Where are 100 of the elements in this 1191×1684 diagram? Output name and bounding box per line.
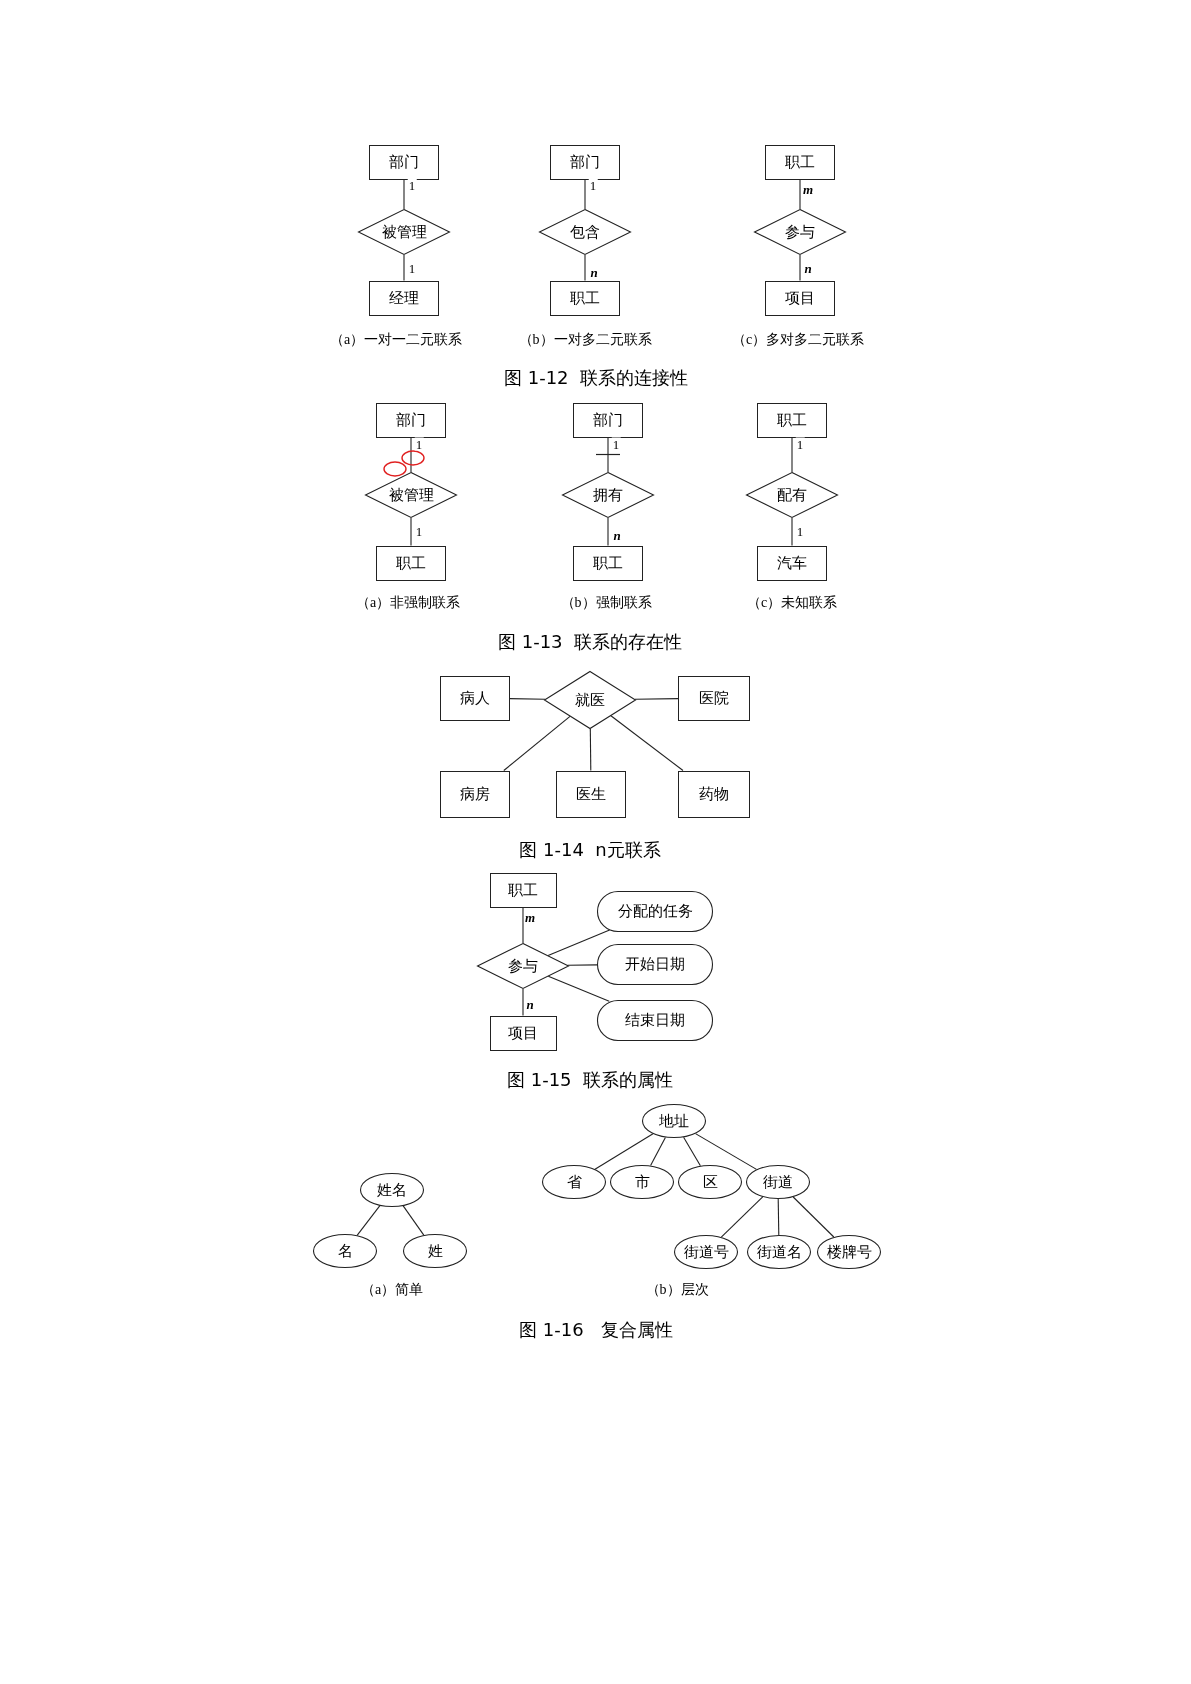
connector-line [567, 964, 598, 966]
entity-box [369, 144, 439, 180]
entity-box [678, 675, 750, 721]
figure-title: 图 1-14 n元联系 [519, 838, 661, 862]
cardinality-label: 1 [407, 178, 417, 192]
entity-name: 汽车 [777, 554, 807, 572]
connector-line [403, 254, 405, 282]
figure-title: 图 1-12 联系的连接性 [504, 366, 688, 390]
connector-line [522, 906, 524, 944]
entity-box [376, 402, 446, 438]
entity-name: 经理 [389, 289, 419, 307]
subfigure-caption: （c）未知联系 [746, 594, 838, 612]
subfigure-caption: （c）多对多二元联系 [731, 331, 865, 349]
connector-line [509, 698, 546, 700]
relationship-diamond [477, 943, 569, 989]
connector-line [595, 436, 621, 473]
connector-line [547, 929, 611, 957]
attribute-name: 街道 [763, 1173, 793, 1191]
connector-line [410, 517, 412, 547]
connector-line [610, 715, 684, 772]
entity-name: 部门 [396, 411, 426, 429]
entity-box [556, 770, 626, 818]
connector-line [720, 1196, 764, 1238]
attribute-pill [597, 943, 713, 985]
attribute-ellipse [817, 1235, 881, 1269]
connector-line [792, 1196, 835, 1238]
attribute-ellipse [360, 1173, 424, 1207]
entity-box [765, 280, 835, 316]
attribute-name: 名 [337, 1242, 353, 1260]
attribute-name: 姓名 [377, 1181, 407, 1199]
attribute-name: 楼牌号 [826, 1243, 872, 1261]
attribute-name: 姓 [427, 1242, 443, 1260]
entity-name: 职工 [777, 411, 807, 429]
entity-name: 职工 [508, 881, 538, 899]
entity-name: 项目 [785, 289, 815, 307]
connector-line [799, 178, 801, 210]
attribute-ellipse [542, 1165, 606, 1199]
relationship-name: 配有 [777, 486, 807, 504]
attribute-pill [597, 890, 713, 932]
entity-name: 项目 [508, 1024, 538, 1042]
attribute-ellipse [674, 1235, 738, 1269]
subfigure-caption: （b）一对多二元联系 [518, 331, 652, 349]
connector-line [799, 254, 801, 282]
relationship-name: 参与 [508, 957, 538, 975]
connector-line [594, 1133, 654, 1170]
subfigure-caption: （a）简单 [360, 1281, 424, 1299]
connector-line [791, 436, 793, 473]
entity-name: 职工 [785, 153, 815, 171]
entity-box [376, 545, 446, 581]
connector-line [403, 178, 405, 210]
entity-box [489, 1015, 557, 1051]
relationship-name: 参与 [785, 223, 815, 241]
relationship-diamond [746, 472, 838, 518]
connector-line [410, 436, 412, 473]
attribute-name: 区 [702, 1173, 718, 1191]
relationship-diamond [365, 472, 457, 518]
entity-box [369, 280, 439, 316]
cardinality-label: 1 [588, 178, 598, 192]
relationship-name: 就医 [575, 691, 605, 709]
figure-title: 图 1-13 联系的存在性 [498, 630, 682, 654]
attribute-pill [597, 999, 713, 1041]
relationship-diamond [754, 209, 846, 255]
relationship-diamond [358, 209, 450, 255]
relationship-name: 包含 [570, 223, 600, 241]
entity-box [757, 545, 827, 581]
entity-name: 病人 [460, 689, 490, 707]
entity-name: 病房 [460, 785, 490, 803]
connector-line [650, 1136, 666, 1167]
attribute-name: 市 [634, 1173, 650, 1191]
entity-box [757, 402, 827, 438]
subfigure-caption: （b）强制联系 [560, 594, 652, 612]
relationship-diamond [539, 209, 631, 255]
relationship-name: 被管理 [381, 223, 427, 241]
connector-line [522, 988, 524, 1017]
attribute-name: 省 [566, 1173, 582, 1191]
entity-box [678, 770, 750, 818]
connector-line [777, 1198, 780, 1236]
attribute-ellipse [403, 1234, 467, 1268]
entity-name: 部门 [593, 411, 623, 429]
relationship-name: 拥有 [593, 486, 623, 504]
attribute-ellipse [746, 1165, 810, 1199]
entity-box [489, 872, 557, 908]
attribute-ellipse [610, 1165, 674, 1199]
attribute-name: 街道名 [756, 1243, 802, 1261]
entity-box [550, 280, 620, 316]
connector-line [547, 975, 610, 1002]
attribute-ellipse [642, 1104, 706, 1138]
figure-title: 图 1-16 复合属性 [519, 1318, 673, 1342]
connector-line [589, 728, 592, 772]
entity-box [573, 545, 643, 581]
attribute-name: 分配的任务 [617, 902, 693, 920]
relationship-diamond [544, 671, 636, 729]
subfigure-caption: （b）层次 [645, 1281, 709, 1299]
connector-line [503, 715, 571, 772]
connector-line [791, 517, 793, 547]
entity-box [573, 402, 643, 438]
entity-name: 部门 [389, 153, 419, 171]
entity-box [440, 675, 510, 721]
entity-name: 药物 [699, 785, 729, 803]
attribute-name: 结束日期 [625, 1011, 685, 1029]
